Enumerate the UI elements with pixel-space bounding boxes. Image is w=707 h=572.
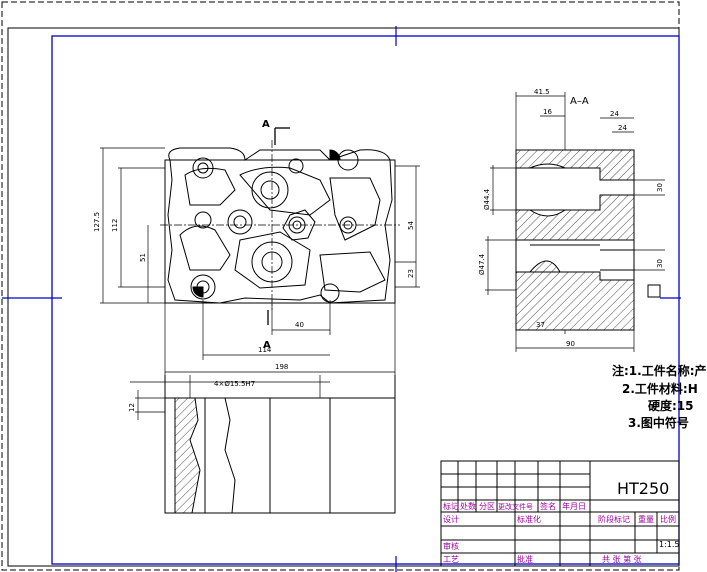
tb-review: 审核 [443,541,459,551]
dim-sec-bottom: 37 [536,321,545,329]
note-line-1: 注:1.工件名称:产 [612,364,707,378]
section-view [515,149,661,331]
dim-right-height: 54 [407,221,415,230]
title-block [440,460,680,567]
dim-bottom-b: 114 [258,346,272,354]
front-dimensions [100,127,420,375]
tb-process: 工艺 [443,555,459,564]
tb-mark: 标记 [443,501,459,511]
tb-zone: 分区 [479,502,495,511]
tb-design: 设计 [443,514,459,524]
cad-drawing: 127.5 112 51 54 23 40 114 198 A A 4×Ø15.… [1,1,681,572]
dim-inner-height: 112 [111,219,119,232]
dim-sec-depth-2: 30 [656,259,664,268]
dim-sec-right-a: 24 [610,110,619,118]
tb-sheets: 共 张 第 张 [602,554,642,564]
material-text: HT250 [617,479,669,498]
dim-left-offset: 51 [139,253,147,262]
side-view [164,375,396,514]
dim-side-height: 12 [128,403,136,412]
section-label: A–A [570,96,589,107]
note-line-4: 3.图中符号 [628,416,689,430]
dim-sec-total: 90 [566,340,575,348]
section-marker-bottom: A [263,340,271,351]
tb-count: 处数 [460,501,476,511]
front-dim-text: 127.5 112 51 54 23 40 114 198 A A [93,119,415,371]
dim-sec-depth-1: 30 [656,183,664,192]
tb-standardize: 标准化 [517,514,541,524]
tb-sign: 签名 [540,501,556,511]
side-dimensions [130,375,330,420]
dim-sec-top-inner: 16 [543,108,552,116]
dim-right-small: 23 [407,269,415,278]
section-dimensions [485,92,665,352]
tb-weight: 重量 [638,514,654,524]
tb-approve: 批准 [517,554,533,564]
blue-frame [51,35,680,565]
note-line-2: 2.工件材料:H [622,382,698,396]
dim-holes: 4×Ø15.5H7 [214,380,255,388]
front-view [164,147,396,304]
tb-ratio: 比例 [660,514,676,524]
dim-sec-dia-2: Ø47.4 [478,253,486,275]
tb-change: 更改文件号 [498,502,533,511]
scale-text: 1:1.5 [659,540,680,549]
dim-sec-dia-1: Ø44.4 [483,188,491,210]
outer-frame [1,1,680,571]
dim-overall-height: 127.5 [93,212,101,232]
tb-date: 年月日 [562,501,586,511]
dim-sec-top: 41.5 [534,88,550,96]
dim-sec-right-b: 24 [618,124,627,132]
dim-total-width: 198 [275,363,288,371]
section-marker-top: A [262,119,270,130]
dim-bottom-a: 40 [295,321,304,329]
note-line-3: 硬度:15 [648,399,694,413]
tb-stage: 阶段标记 [598,514,630,524]
